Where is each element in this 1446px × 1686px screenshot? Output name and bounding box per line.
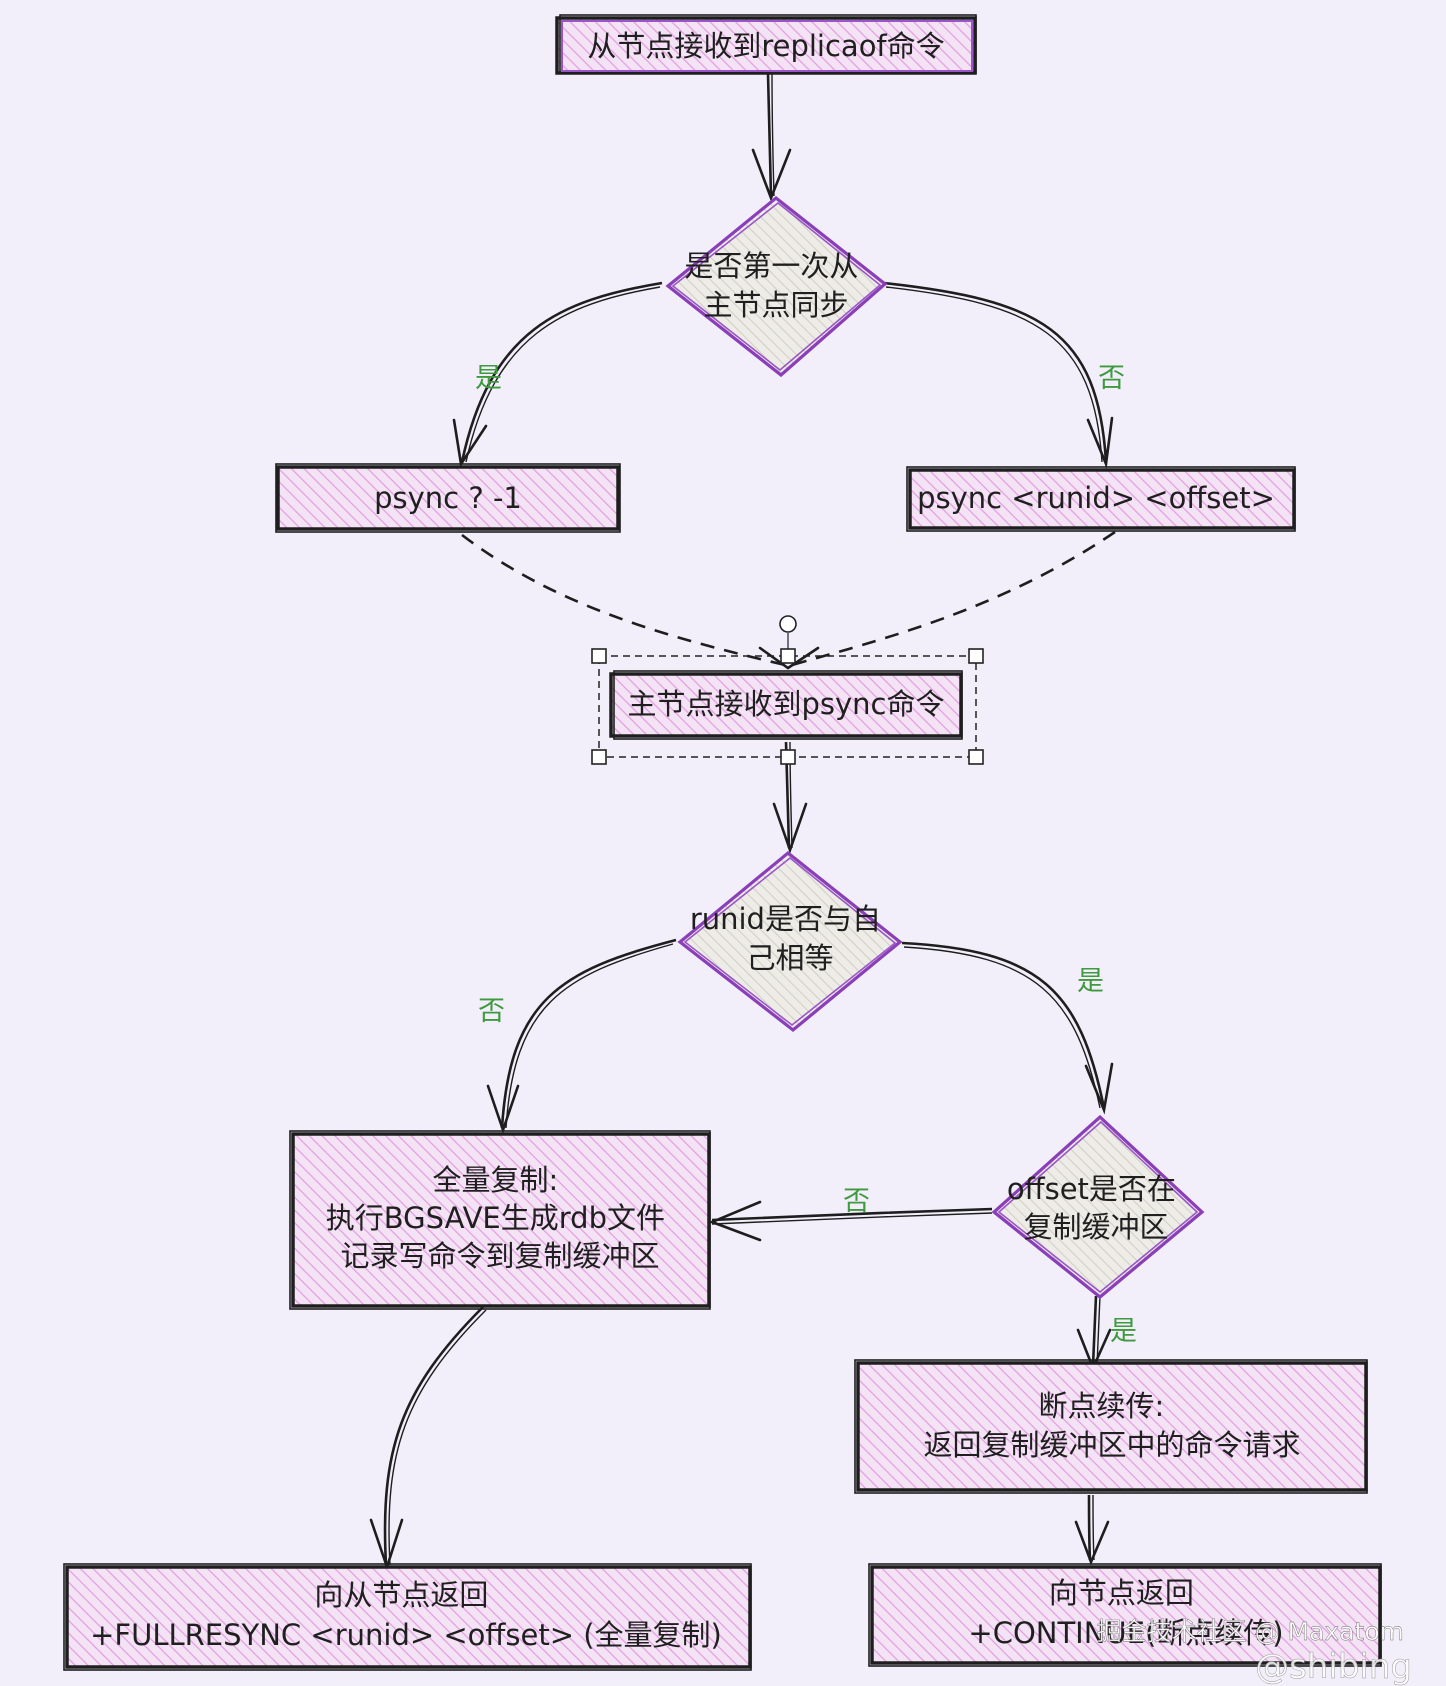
runid-decision[interactable]: runid是否与自 己相等 (677, 850, 903, 1033)
edge-label-offset-yes: 是 (1110, 1316, 1137, 1347)
psync-resume-box[interactable]: psync <runid> <offset> (906, 466, 1296, 532)
runid-line-1: runid是否与自 (690, 902, 881, 936)
edge-psync-resume-to-master (758, 530, 1116, 670)
edge-offset-no (708, 1200, 993, 1242)
full-copy-line-2: 执行BGSAVE生成rdb文件 (326, 1201, 665, 1235)
first-sync-decision[interactable]: 是否第一次从 主节点同步 (665, 195, 888, 378)
master-receive-box[interactable]: 主节点接收到psync命令 (609, 670, 963, 740)
edge-label-runid-yes: 是 (1077, 966, 1104, 997)
continue-line-1: 向节点返回 (1049, 1576, 1194, 1610)
edge-start-to-first-sync (751, 73, 792, 202)
edge-label-offset-no: 否 (843, 1186, 870, 1217)
first-sync-line-2: 主节点同步 (703, 288, 848, 322)
psync-first-box[interactable]: psync ? -1 (275, 463, 621, 533)
offset-decision[interactable]: offset是否在 复制缓冲区 (991, 1114, 1205, 1300)
runid-label: runid是否与自 己相等 (690, 902, 890, 975)
edge-label-runid-no: 否 (478, 996, 505, 1027)
resize-handle-s[interactable] (780, 749, 796, 765)
full-copy-label: 全量复制: 执行BGSAVE生成rdb文件 记录写命令到复制缓冲区 (326, 1163, 674, 1273)
edge-partial-to-continue (1074, 1494, 1110, 1566)
resize-handle-n[interactable] (780, 648, 796, 664)
edge-full-copy-to-return (369, 1306, 487, 1572)
full-return-label: 向从节点返回 +FULLRESYNC <runid> <offset> (全量复… (90, 1578, 722, 1652)
edge-runid-no (486, 938, 677, 1135)
offset-label: offset是否在 复制缓冲区 (1007, 1172, 1185, 1244)
edge-offset-yes (1076, 1295, 1112, 1372)
first-sync-label: 是否第一次从 主节点同步 (684, 249, 867, 322)
resize-handle-ne[interactable] (968, 648, 984, 664)
offset-line-1: offset是否在 (1007, 1172, 1176, 1206)
full-copy-line-1: 全量复制: (433, 1163, 559, 1197)
start-box[interactable]: 从节点接收到replicaof命令 (555, 14, 977, 75)
runid-line-2: 己相等 (746, 941, 833, 975)
rotate-handle[interactable] (779, 615, 797, 633)
resize-handle-nw[interactable] (591, 648, 607, 664)
master-receive-label: 主节点接收到psync命令 (627, 687, 944, 721)
full-return-line-2: +FULLRESYNC <runid> <offset> (全量复制) (90, 1618, 722, 1652)
full-copy-line-3: 记录写命令到复制缓冲区 (340, 1239, 659, 1273)
selection-frame[interactable] (591, 615, 984, 765)
full-copy-box[interactable]: 全量复制: 执行BGSAVE生成rdb文件 记录写命令到复制缓冲区 (289, 1130, 711, 1310)
watermark-line-2: @shibing (1255, 1647, 1412, 1686)
resize-handle-sw[interactable] (591, 749, 607, 765)
start-label: 从节点接收到replicaof命令 (587, 29, 944, 63)
edge-psync-first-to-master (461, 533, 786, 667)
continue-line-2: +CONTINUE(断点续传) (968, 1616, 1283, 1650)
partial-resync-label: 断点续传: 返回复制缓冲区中的命令请求 (923, 1389, 1300, 1462)
partial-resync-box[interactable]: 断点续传: 返回复制缓冲区中的命令请求 (854, 1359, 1368, 1494)
watermark-line-1: 掘金技术社区 @ Maxatom (1097, 1617, 1404, 1646)
edge-first-sync-no (883, 281, 1114, 470)
edge-label-first-yes: 是 (475, 363, 502, 394)
continue-return-box[interactable]: 向节点返回 +CONTINUE(断点续传) (868, 1563, 1382, 1667)
psync-resume-label: psync <runid> <offset> (917, 481, 1275, 515)
edge-runid-yes (901, 941, 1114, 1115)
full-return-line-1: 向从节点返回 (314, 1578, 488, 1612)
continue-return-label: 向节点返回 +CONTINUE(断点续传) (968, 1576, 1283, 1650)
resize-handle-se[interactable] (968, 749, 984, 765)
edge-label-first-no: 否 (1098, 363, 1125, 394)
first-sync-line-1: 是否第一次从 (684, 249, 858, 283)
psync-first-label: psync ? -1 (374, 481, 522, 515)
partial-line-2: 返回复制缓冲区中的命令请求 (923, 1428, 1300, 1462)
offset-line-2: 复制缓冲区 (1023, 1210, 1168, 1244)
full-return-box[interactable]: 向从节点返回 +FULLRESYNC <runid> <offset> (全量复… (63, 1563, 752, 1671)
partial-line-1: 断点续传: (1039, 1389, 1165, 1423)
